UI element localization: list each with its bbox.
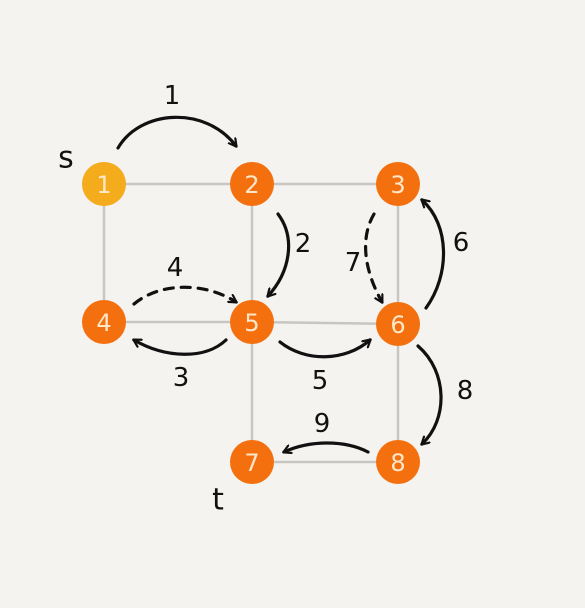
step-label-4: 4 [167,253,184,283]
node-circle-5 [230,300,274,344]
node-7: 7 [230,440,274,484]
traversal-arrow-5-4 [134,338,228,356]
traversal-arrow-8-7 [284,441,370,452]
node-circle-6 [376,302,420,346]
node-circle-8 [376,440,420,484]
node-circle-4 [82,300,126,344]
node-label-3: 3 [390,171,405,199]
node-circle-7 [230,440,274,484]
node-8: 8 [376,440,420,484]
node-5: 5 [230,300,274,344]
node-3: 3 [376,162,420,206]
target-label: t [212,483,224,518]
step-label-9: 9 [314,409,331,439]
step-label-2: 2 [295,229,312,259]
traversal-arrow-3-6 [363,212,384,302]
node-circle-2 [230,162,274,206]
edges-layer [102,182,400,464]
node-circle-1 [82,162,126,206]
node-label-1: 1 [96,171,111,199]
node-label-8: 8 [390,449,405,477]
node-label-6: 6 [390,311,405,339]
traversal-arrows-layer: 1 2 3 4 5 6 7 8 9 [116,81,474,452]
node-4: 4 [82,300,126,344]
traversal-arrow-1-2 [116,115,238,150]
nodes-layer: 1 2 3 4 5 6 7 8 [82,162,420,484]
step-label-7: 7 [345,248,362,278]
node-label-2: 2 [244,171,259,199]
step-label-6: 6 [453,228,470,258]
node-6: 6 [376,302,420,346]
node-label-4: 4 [96,309,111,337]
node-label-7: 7 [244,449,259,477]
node-label-5: 5 [244,309,259,337]
labels-layer: st [58,141,224,518]
step-label-3: 3 [173,363,190,393]
step-label-5: 5 [312,366,329,396]
source-label: s [58,141,74,176]
traversal-arrow-2-5 [268,212,291,296]
edge-5-6 [251,320,399,326]
step-label-1: 1 [164,81,181,111]
traversal-arrow-6-8 [416,344,443,444]
traversal-arrow-5-6 [278,340,370,359]
traversal-arrow-6-3 [422,200,446,310]
node-circle-3 [376,162,420,206]
node-1: 1 [82,162,126,206]
step-label-8: 8 [457,376,474,406]
traversal-arrow-4-5 [132,285,236,306]
node-2: 2 [230,162,274,206]
